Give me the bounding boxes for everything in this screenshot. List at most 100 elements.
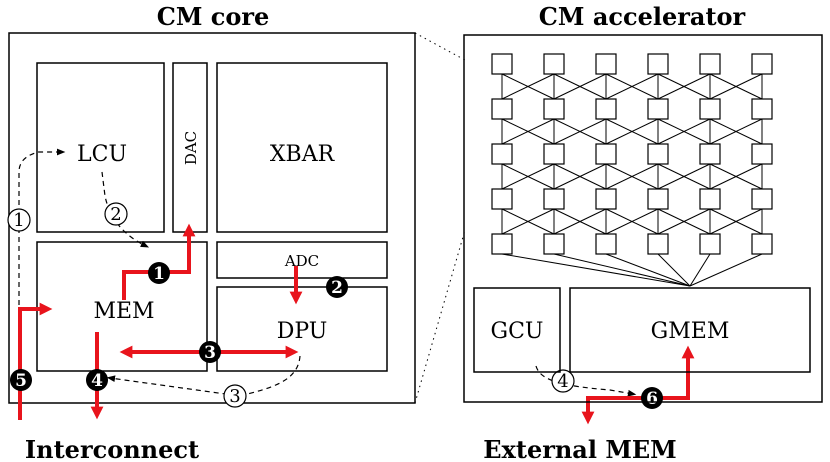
step-2-filled: 2 bbox=[326, 276, 348, 298]
mesh-core-node bbox=[699, 143, 721, 165]
mesh-gmem-link bbox=[605, 253, 691, 287]
step-4-filled: 4 bbox=[86, 369, 108, 391]
mesh-core-node bbox=[595, 143, 617, 165]
mesh-core-node bbox=[647, 188, 669, 210]
mesh-gmem-link bbox=[501, 253, 691, 287]
svg-text:5: 5 bbox=[15, 371, 27, 391]
mesh-link bbox=[501, 118, 555, 145]
step-3-filled: 3 bbox=[199, 341, 221, 363]
mem-label: MEM bbox=[93, 299, 154, 324]
mesh-core-node bbox=[543, 188, 565, 210]
svg-text:4: 4 bbox=[557, 371, 568, 392]
mesh-core-node bbox=[595, 98, 617, 120]
svg-text:4: 4 bbox=[91, 371, 103, 391]
mesh-core-node bbox=[751, 98, 773, 120]
mesh-gmem-link bbox=[689, 253, 763, 287]
gcu-label: GCU bbox=[491, 319, 544, 344]
mesh-gmem-link bbox=[553, 253, 691, 287]
mesh-core-node bbox=[543, 233, 565, 255]
mesh-core-node bbox=[647, 98, 669, 120]
mesh-core-node bbox=[647, 53, 669, 75]
dpu-label: DPU bbox=[277, 319, 328, 344]
mesh-link bbox=[657, 163, 711, 190]
xbar-block bbox=[216, 62, 388, 233]
interconnect-label: Interconnect bbox=[25, 435, 199, 462]
mesh-core-node bbox=[699, 233, 721, 255]
step-6-filled: 6 bbox=[641, 387, 663, 409]
mesh-link bbox=[501, 73, 555, 100]
mesh-link bbox=[605, 118, 659, 145]
mesh-gmem-link bbox=[657, 253, 691, 287]
mesh-link bbox=[657, 73, 711, 100]
cm-accelerator-frame bbox=[463, 34, 823, 403]
mesh-core-node bbox=[491, 143, 513, 165]
lcu-label: LCU bbox=[77, 142, 127, 167]
control-path-1 bbox=[18, 148, 66, 205]
svg-text:1: 1 bbox=[13, 210, 24, 231]
zoom-line-bottom bbox=[414, 229, 466, 404]
control-path-4 bbox=[535, 365, 637, 397]
mesh-core-node bbox=[751, 233, 773, 255]
mesh-link bbox=[657, 118, 711, 145]
mesh-core-node bbox=[647, 233, 669, 255]
step-1-filled: 1 bbox=[148, 262, 170, 284]
step-1-outline: 1 bbox=[7, 208, 31, 232]
mesh-core-node bbox=[751, 188, 773, 210]
cm-accelerator-title: CM accelerator bbox=[539, 2, 746, 31]
mesh-core-node bbox=[491, 98, 513, 120]
mesh-core-node bbox=[543, 53, 565, 75]
core-mesh-network bbox=[491, 53, 773, 287]
mesh-core-node bbox=[595, 233, 617, 255]
mesh-core-node bbox=[751, 53, 773, 75]
mesh-link bbox=[605, 208, 659, 235]
step-5-filled: 5 bbox=[10, 369, 32, 391]
mesh-core-node bbox=[543, 98, 565, 120]
gmem-label: GMEM bbox=[651, 319, 730, 344]
svg-text:6: 6 bbox=[646, 389, 658, 409]
mesh-link bbox=[501, 163, 555, 190]
mesh-link bbox=[605, 73, 659, 100]
svg-text:1: 1 bbox=[153, 264, 165, 284]
zoom-line-top bbox=[414, 32, 466, 61]
mesh-core-node bbox=[647, 143, 669, 165]
xbar-label: XBAR bbox=[270, 142, 336, 167]
mesh-link bbox=[605, 163, 659, 190]
data-path-6 bbox=[581, 345, 695, 425]
step-2-outline: 2 bbox=[104, 202, 128, 226]
gcu-block bbox=[473, 287, 561, 373]
adc-block bbox=[216, 241, 388, 279]
mesh-core-node bbox=[491, 233, 513, 255]
mesh-core-node bbox=[491, 188, 513, 210]
mesh-link bbox=[657, 208, 711, 235]
external-mem-label: External MEM bbox=[483, 435, 677, 462]
mesh-core-node bbox=[699, 53, 721, 75]
mesh-link bbox=[709, 73, 763, 100]
mesh-core-node bbox=[699, 188, 721, 210]
svg-text:3: 3 bbox=[204, 343, 216, 363]
mesh-core-node bbox=[543, 143, 565, 165]
mesh-link bbox=[709, 118, 763, 145]
mesh-link bbox=[553, 118, 607, 145]
mesh-link bbox=[553, 208, 607, 235]
lcu-block bbox=[36, 62, 165, 233]
cm-core-title: CM core bbox=[157, 2, 270, 31]
mesh-core-node bbox=[699, 98, 721, 120]
step-3-outline: 3 bbox=[223, 384, 247, 408]
step-4-outline: 4 bbox=[551, 369, 575, 393]
dpu-block bbox=[216, 286, 388, 372]
svg-text:2: 2 bbox=[110, 204, 121, 225]
adc-label: ADC bbox=[284, 252, 319, 270]
svg-text:2: 2 bbox=[331, 278, 343, 298]
mesh-core-node bbox=[595, 53, 617, 75]
mesh-link bbox=[709, 163, 763, 190]
mesh-link bbox=[501, 208, 555, 235]
mesh-link bbox=[709, 208, 763, 235]
mesh-link bbox=[553, 73, 607, 100]
mesh-link bbox=[553, 163, 607, 190]
mesh-core-node bbox=[595, 188, 617, 210]
mesh-core-node bbox=[751, 143, 773, 165]
svg-text:3: 3 bbox=[229, 386, 240, 407]
mem-block bbox=[36, 241, 208, 372]
mesh-core-node bbox=[491, 53, 513, 75]
